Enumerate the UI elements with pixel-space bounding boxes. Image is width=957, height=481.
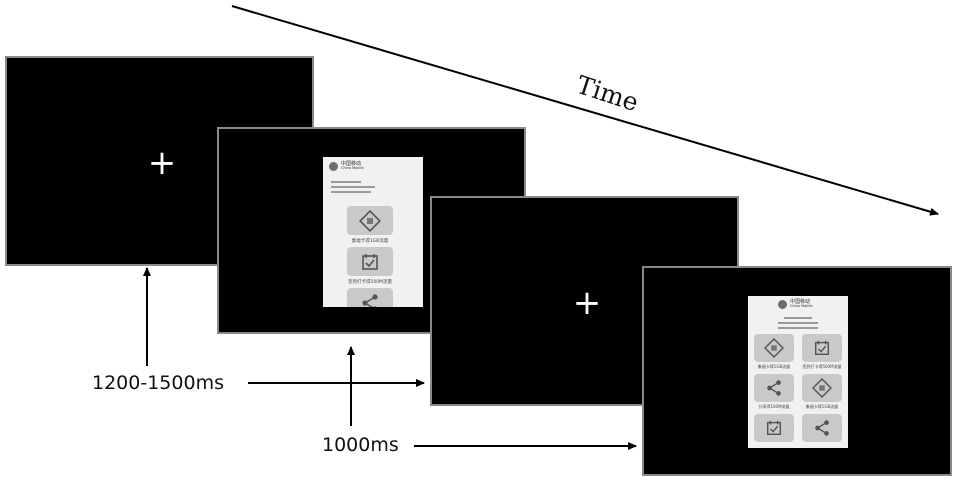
calendar-check-icon [362, 253, 378, 270]
china-mobile-logo-icon [329, 162, 338, 171]
card-tile [754, 334, 794, 362]
stimulus-screen-2: 中国移动 China Mobile 集福卡得1GB流量 签到打卡得500M流量 … [642, 266, 952, 476]
stimulus-duration-label: 1000ms [322, 434, 399, 456]
brand-name-en: China Mobile [790, 304, 813, 309]
brand-logo: 中国移动 China Mobile [778, 299, 813, 309]
message-text-line [784, 317, 812, 319]
share-tile [802, 414, 842, 442]
diamond-card-icon [812, 378, 832, 398]
tile-caption: 签到打卡得500M流量 [802, 364, 842, 369]
time-arrow [231, 5, 939, 216]
fixation-duration-label: 1200-1500ms [92, 372, 224, 394]
calendar-tile [347, 247, 393, 276]
card-tile [347, 206, 393, 235]
calendar-tile [754, 414, 794, 442]
tile-caption: 集福卡得1GB流量 [351, 239, 389, 244]
card-tile [802, 374, 842, 402]
message-text-line [331, 181, 361, 183]
brand-name-en: China Mobile [341, 166, 364, 171]
share-icon [815, 420, 829, 436]
tile-caption: 签到打卡得500M流量 [348, 280, 392, 285]
calendar-check-icon [766, 420, 782, 436]
tile-caption: 集福卡得1GB流量 [757, 364, 791, 369]
brand-name-cn: 中国移动 [341, 161, 362, 168]
tile-caption: 分享得100M流量 [758, 404, 790, 409]
fixation-cross: + [572, 283, 602, 323]
share-tile [754, 374, 794, 402]
brand-name-cn: 中国移动 [790, 299, 811, 306]
message-text-line [331, 186, 375, 188]
diamond-card-icon [764, 338, 784, 358]
calendar-check-icon [814, 340, 830, 356]
tile-caption: 集福卡得1GB流量 [805, 404, 839, 409]
china-mobile-logo-icon [778, 300, 787, 309]
brand-logo: 中国移动 China Mobile [329, 161, 364, 171]
message-text-line [778, 327, 818, 329]
diamond-card-icon [359, 209, 381, 232]
fixation-cross: + [147, 143, 177, 183]
phone-screenshot: 中国移动 China Mobile 集福卡得1GB流量 签到打卡得500M流量 … [748, 296, 848, 448]
message-text-line [331, 191, 371, 193]
phone-screenshot: 中国移动 China Mobile 集福卡得1GB流量 签到打卡得500M流量 [323, 157, 423, 307]
calendar-tile [802, 334, 842, 362]
share-icon [362, 293, 378, 307]
share-icon [767, 380, 781, 396]
message-text-line [778, 322, 818, 324]
share-tile [347, 288, 393, 307]
